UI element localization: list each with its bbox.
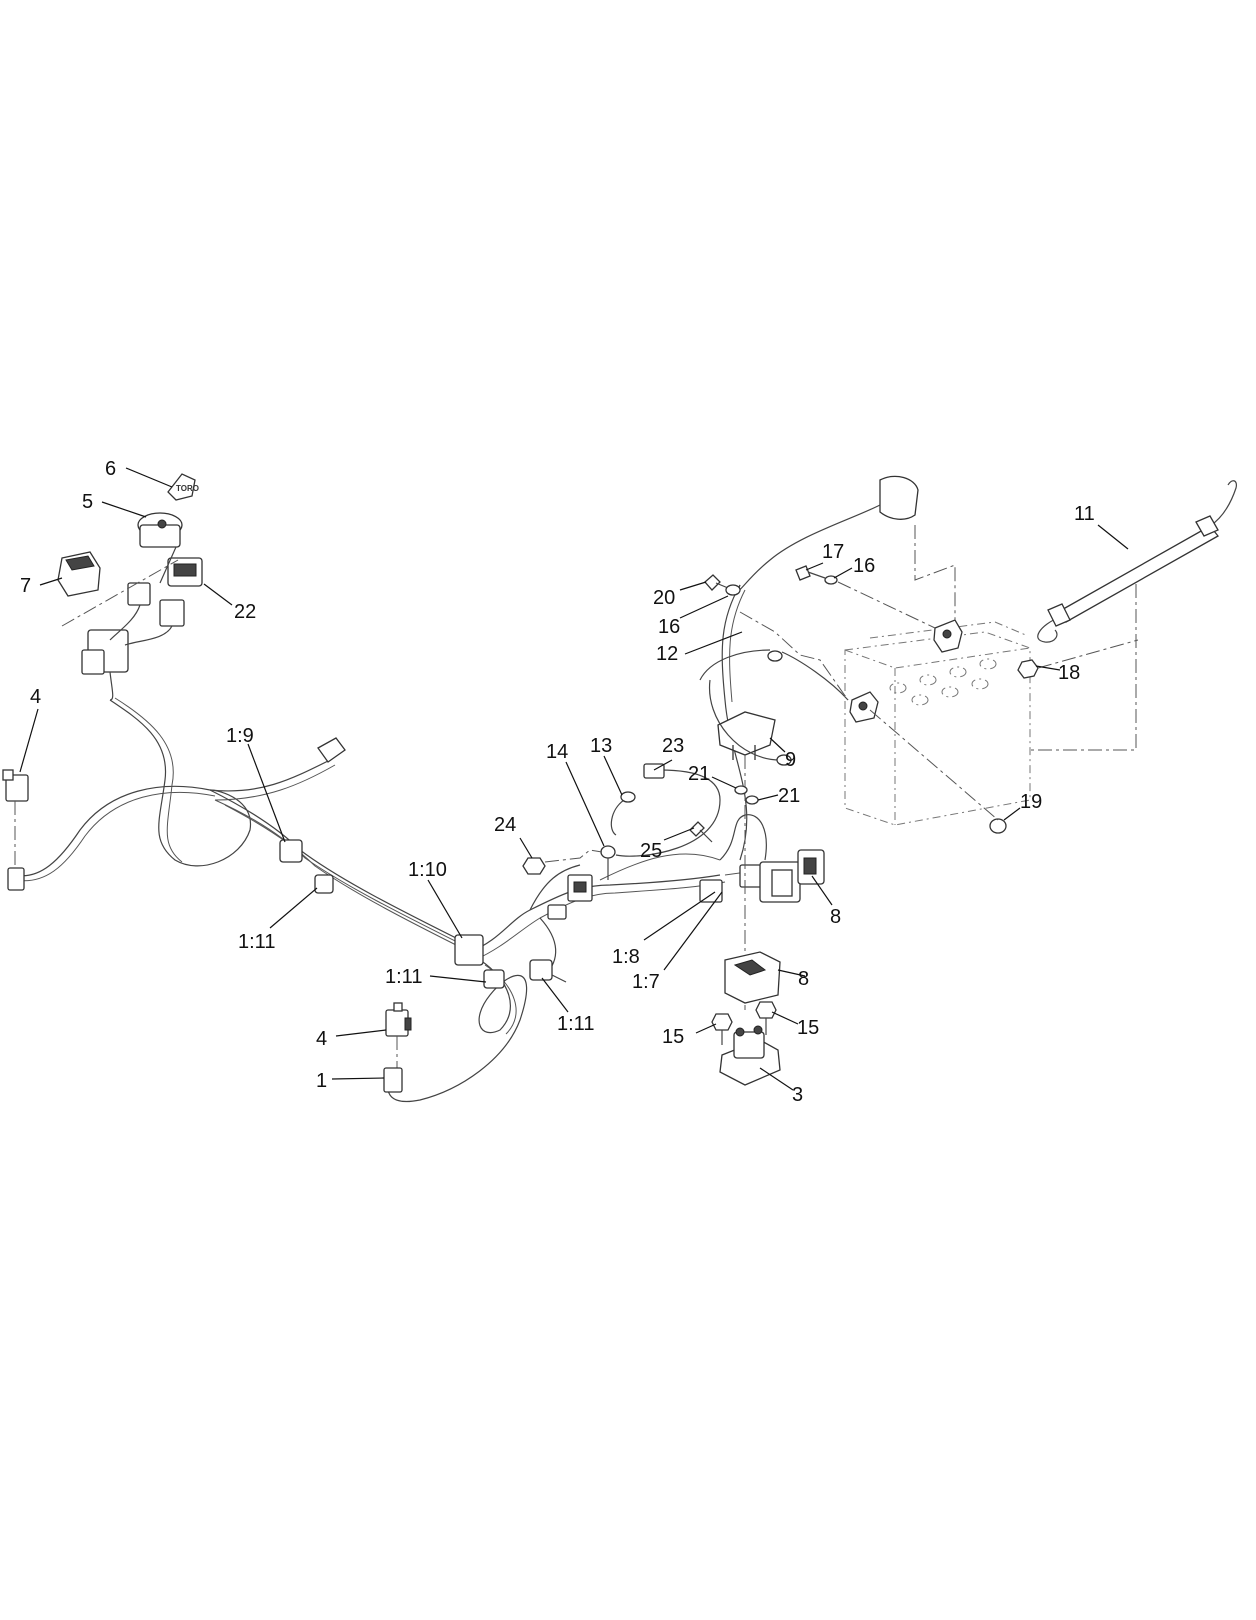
battery-centerlines: [739, 525, 1139, 821]
bolt-19: [989, 818, 1007, 834]
callout-23: 23: [662, 735, 684, 757]
callout-1-10: 1:10: [408, 859, 447, 881]
solenoid-cover-8: [724, 951, 781, 1004]
callout-21-right: 21: [778, 785, 800, 807]
bolt-25: [689, 821, 713, 843]
callout-12: 12: [656, 643, 678, 665]
callout-24: 24: [494, 814, 516, 836]
callout-1-9: 1:9: [226, 725, 254, 747]
callout-11: 11: [1074, 503, 1095, 525]
hold-down-strap-11: [1037, 480, 1237, 643]
callout-4-left: 4: [30, 686, 41, 708]
callout-5: 5: [82, 491, 93, 513]
callout-6: 6: [105, 458, 116, 480]
harness-connectors-top: [81, 546, 185, 701]
battery: [844, 621, 1031, 826]
callout-1-7: 1:7: [632, 971, 660, 993]
positive-cable-boot: [738, 475, 919, 591]
callout-13: 13: [590, 735, 612, 757]
battery-cable-12: [699, 649, 849, 766]
ignition-switch: [137, 512, 183, 548]
hour-meter: [167, 557, 203, 587]
ground-wire: [522, 845, 616, 880]
terminal-block: [759, 849, 825, 903]
callouts: 6 5 7 22 4 1:9 1:11 1:10 1:11 1:11 4 1 2…: [19, 458, 1129, 1106]
washers-16: [725, 575, 838, 596]
callout-4-lower: 4: [316, 1028, 327, 1050]
callout-7: 7: [20, 575, 31, 597]
callout-1-11-a: 1:11: [238, 931, 275, 953]
toro-logo: TORO: [176, 484, 199, 493]
solenoid-3: [719, 1025, 781, 1086]
callout-1-8: 1:8: [612, 946, 640, 968]
callout-18: 18: [1058, 662, 1080, 684]
relay-connector-lower: [383, 1002, 412, 1093]
callout-3: 3: [792, 1084, 803, 1106]
callout-8-upper: 8: [830, 906, 841, 928]
callout-15-left: 15: [662, 1026, 684, 1048]
wire-harness: [14, 584, 811, 1103]
nut-18: [1017, 659, 1039, 679]
ignition-key: TORO: [167, 473, 199, 501]
callout-21-left: 21: [688, 763, 710, 785]
centerline-switches: [61, 559, 179, 627]
washers-21: [734, 785, 759, 805]
terminal-cover-9: [717, 711, 776, 760]
callout-16-left: 16: [658, 616, 680, 638]
callout-1-11-b: 1:11: [385, 966, 422, 988]
callout-25: 25: [640, 840, 662, 862]
callout-22: 22: [234, 601, 256, 623]
harness-clips: [279, 839, 567, 989]
callout-15-right: 15: [797, 1017, 819, 1039]
center-connectors: [547, 864, 763, 920]
bolts-15: [711, 1001, 777, 1045]
callout-20: 20: [653, 587, 675, 609]
rocker-switch: [57, 551, 101, 597]
callout-14: 14: [546, 741, 568, 763]
callout-8-lower: 8: [798, 968, 809, 990]
callout-19: 19: [1020, 791, 1042, 813]
relay-connector-left: [2, 769, 29, 891]
bolt-20: [704, 574, 729, 591]
callout-17: 17: [822, 541, 844, 563]
callout-1: 1: [316, 1070, 327, 1092]
callout-16-right: 16: [853, 555, 875, 577]
callout-9: 9: [785, 749, 796, 771]
harness-plug: [317, 737, 346, 763]
callout-1-11-c: 1:11: [557, 1013, 594, 1035]
battery-terminals: [849, 619, 963, 723]
